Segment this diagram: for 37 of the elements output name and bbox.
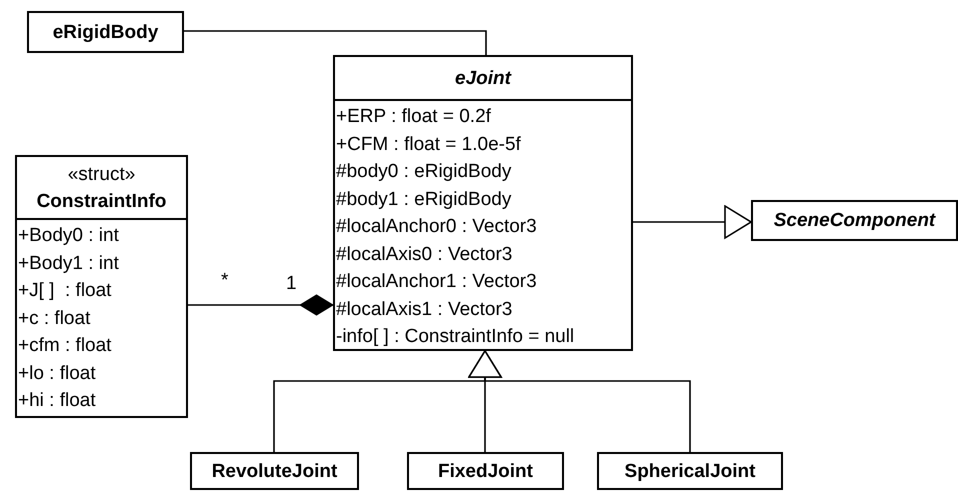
stereotype-label: «struct»	[68, 162, 136, 186]
attribute-text: +hi : float	[18, 389, 96, 413]
class-name: RevoluteJoint	[212, 460, 338, 484]
attribute-text: #body1 : eRigidBody	[336, 188, 512, 212]
class-box	[190, 452, 359, 490]
association-line	[184, 30, 487, 55]
attribute-text: #localAxis0 : Vector3	[336, 242, 512, 266]
class-name: FixedJoint	[438, 460, 533, 484]
class-name: eRigidBody	[52, 20, 158, 44]
class-box	[15, 155, 188, 418]
class-name: SceneComponent	[774, 209, 936, 233]
multiplicity-label: 1	[286, 273, 297, 295]
class-name: eJoint	[455, 66, 511, 90]
class-box	[27, 11, 184, 53]
class-box	[597, 452, 783, 490]
attribute-text: +c : float	[18, 306, 90, 330]
attribute-text: -info[ ] : ConstraintInfo = null	[336, 325, 574, 349]
generalization-arrow	[468, 350, 691, 452]
class-box	[333, 55, 633, 351]
attribute-text: +CFM : float = 1.0e-5f	[336, 132, 521, 156]
attribute-text: +cfm : float	[18, 334, 112, 358]
multiplicity-label: *	[221, 270, 228, 292]
attribute-text: #localAnchor0 : Vector3	[336, 215, 537, 239]
attribute-text: +Body1 : int	[18, 252, 119, 276]
class-name: ConstraintInfo	[36, 190, 166, 214]
attribute-text: +Body0 : int	[18, 224, 119, 248]
attribute-text: #body0 : eRigidBody	[336, 160, 512, 184]
class-box	[407, 452, 564, 490]
attribute-text: +lo : float	[18, 362, 96, 386]
attribute-text: #localAnchor1 : Vector3	[336, 270, 537, 294]
attribute-text: #localAxis1 : Vector3	[336, 298, 512, 322]
class-box	[751, 200, 958, 241]
composition-line	[188, 294, 334, 316]
class-name: SphericalJoint	[624, 460, 756, 484]
generalization-arrow	[633, 205, 752, 239]
attribute-text: +ERP : float = 0.2f	[336, 105, 491, 129]
attribute-text: +J[ ] : float	[18, 279, 112, 303]
